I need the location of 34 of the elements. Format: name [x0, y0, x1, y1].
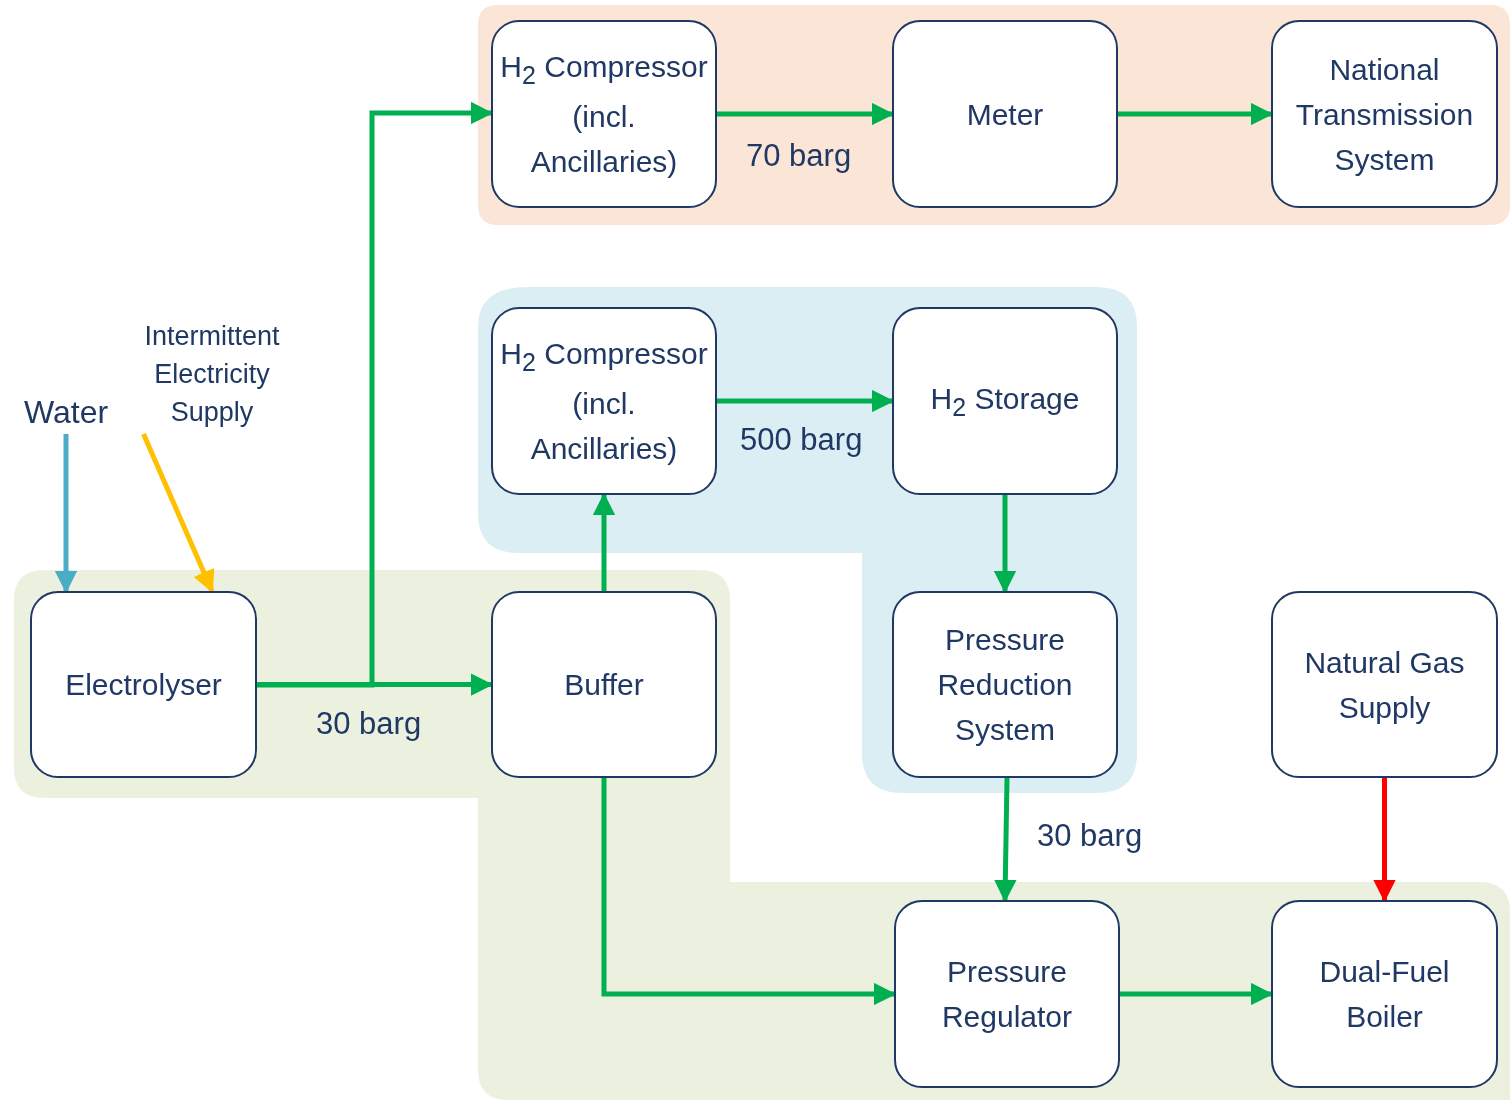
box-label: H$_{2}$ Storage [930, 380, 1080, 423]
arrow [993, 495, 1017, 594]
arrow [141, 433, 215, 594]
edge-label: 70 barg [746, 138, 852, 174]
process-box [1271, 591, 1498, 778]
process-box [491, 307, 717, 495]
box-label: Electrolyser [65, 667, 222, 703]
box-label: H$_{2}$ Compressor (incl. Ancillaries) [499, 335, 709, 468]
process-box [892, 591, 1118, 778]
process-box [1271, 20, 1498, 208]
process-box [30, 591, 257, 778]
process-box [491, 591, 717, 778]
arrow [1373, 778, 1396, 903]
edge-label: 30 barg [316, 706, 422, 742]
arrow [54, 434, 78, 594]
edge-label: 500 barg [740, 422, 863, 458]
box-label: H$_{2}$ Compressor (incl. Ancillaries) [499, 48, 709, 181]
box-label: Dual-Fuel Boiler [1318, 954, 1451, 1035]
input-label: Water [23, 392, 109, 432]
edge-label: 30 barg [1037, 818, 1143, 854]
process-box [892, 20, 1118, 208]
process-box [491, 20, 717, 208]
box-label: Natural Gas Supply [1303, 644, 1466, 726]
process-box [894, 900, 1120, 1088]
box-label: Meter [966, 96, 1044, 133]
box-label: Buffer [564, 667, 644, 703]
process-box [1271, 900, 1498, 1088]
arrow [994, 777, 1017, 903]
box-label: Pressure Regulator [940, 954, 1074, 1035]
box-label: Pressure Reduction System [936, 622, 1074, 748]
box-label: National Transmission System [1294, 51, 1475, 178]
input-label: Intermittent Electricity Supply [143, 320, 281, 429]
arrow [592, 492, 616, 591]
process-box [892, 307, 1118, 495]
